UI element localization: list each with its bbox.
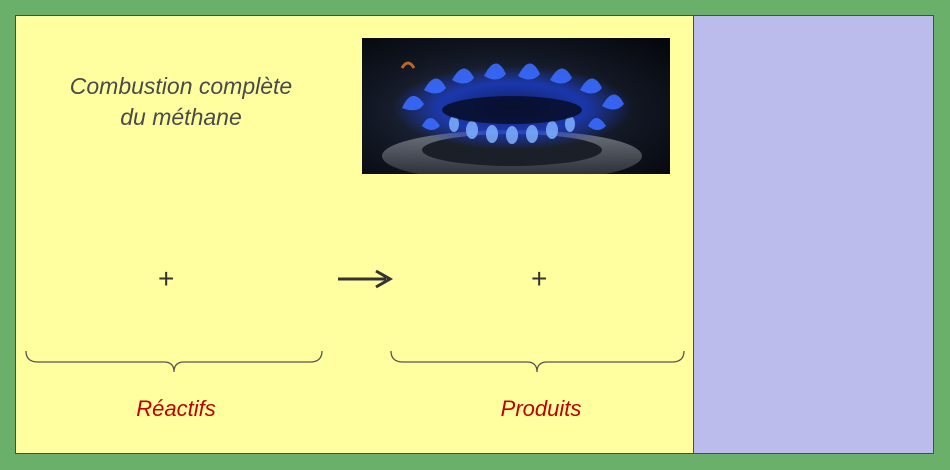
reactants-label: Réactifs (136, 396, 216, 421)
work-area: Combustion complète du méthane (15, 15, 695, 454)
reactants-plus: + (158, 263, 175, 294)
gas-burner-image (362, 38, 670, 174)
reactants-brace (25, 350, 323, 373)
products-brace (390, 350, 685, 373)
products-plus: + (531, 263, 548, 294)
title-line-1: Combustion complète (69, 73, 293, 99)
side-panel (693, 15, 934, 454)
reaction-arrow-icon (338, 269, 394, 289)
products-label: Produits (500, 396, 582, 421)
title-line-2: du méthane (120, 104, 242, 130)
page-title: Combustion complète du méthane (56, 71, 306, 133)
